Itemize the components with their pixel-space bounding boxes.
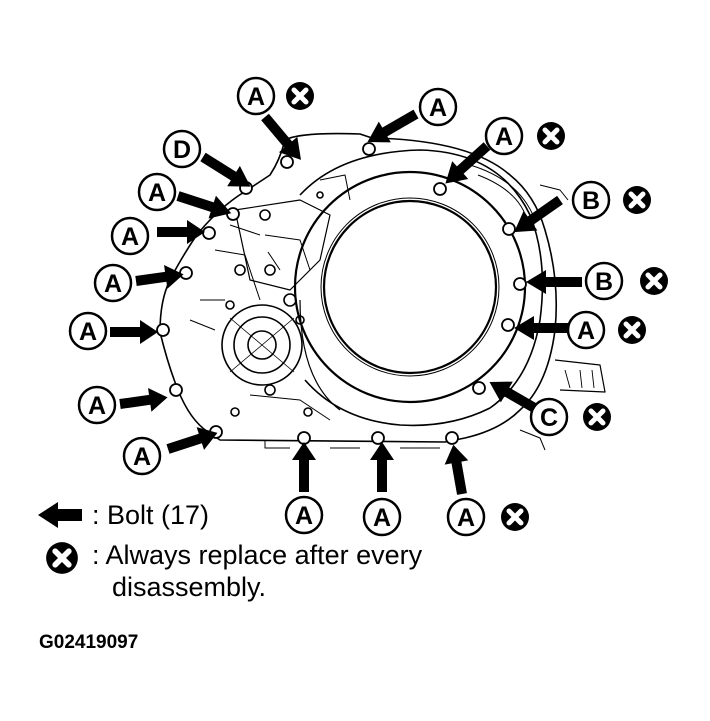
- callout-badges: A A A B B A: [68, 76, 668, 537]
- replace-x-icon: [640, 267, 668, 295]
- arrow-icon: [157, 220, 205, 244]
- callout-top-a-1: A: [236, 76, 314, 116]
- svg-text:C: C: [540, 404, 558, 432]
- bolt-hole: [202, 226, 216, 240]
- callout-left-a-6: A: [122, 436, 162, 476]
- svg-text:B: B: [595, 268, 613, 296]
- svg-text:A: A: [79, 318, 97, 346]
- arrow-icon: [176, 191, 232, 219]
- arrow-icon: [200, 152, 251, 187]
- callout-top-a-2: A: [418, 87, 458, 127]
- replace-x-icon: [623, 186, 651, 214]
- bolt-hole: [226, 207, 240, 221]
- callout-right-a-2: A: [566, 310, 646, 350]
- gear-boss: [221, 304, 303, 386]
- legend: : Bolt (17) : Always replace after every…: [38, 500, 423, 602]
- bolt-hole: [362, 142, 376, 156]
- bolt-hole: [371, 431, 385, 445]
- arrow-icon: [110, 320, 158, 344]
- arrow-icon: [119, 387, 168, 412]
- bolt-arrows: [110, 109, 582, 495]
- callout-right-a-1: A: [484, 116, 565, 156]
- bolt-hole: [169, 383, 183, 397]
- arrow-icon: [444, 444, 469, 495]
- callout-bottom-a-2: A: [362, 497, 402, 537]
- legend-replace-line1: : Always replace after every: [92, 540, 423, 570]
- callout-right-c-1: C: [529, 397, 611, 437]
- bolt-hole: [513, 277, 527, 291]
- svg-text:A: A: [133, 443, 151, 471]
- replace-x-icon: [501, 503, 529, 531]
- bolt-hole: [502, 222, 516, 236]
- callout-left-d-1: D: [162, 129, 202, 169]
- svg-text:A: A: [457, 504, 475, 532]
- flange-band: [299, 149, 544, 427]
- svg-text:A: A: [429, 94, 447, 122]
- replace-x-icon: [618, 316, 646, 344]
- legend-replace-line2: disassembly.: [112, 572, 266, 602]
- bolt-hole: [501, 318, 515, 332]
- legend-bolt-text: : Bolt (17): [92, 500, 209, 530]
- svg-text:A: A: [373, 504, 391, 532]
- bolt-hole: [280, 155, 294, 169]
- svg-text:A: A: [121, 223, 139, 251]
- svg-text:A: A: [247, 83, 265, 111]
- callout-right-b-1: B: [571, 180, 651, 220]
- main-bore-inner: [322, 199, 498, 375]
- arrow-icon: [166, 427, 218, 454]
- legend-arrow-icon: [38, 502, 82, 528]
- svg-text:A: A: [577, 317, 595, 345]
- arrow-icon: [261, 113, 301, 160]
- svg-text:A: A: [104, 270, 122, 298]
- svg-text:D: D: [173, 136, 191, 164]
- svg-text:B: B: [582, 187, 600, 215]
- legend-replace-x-icon: [46, 542, 78, 574]
- svg-text:A: A: [495, 123, 513, 151]
- bolt-hole: [445, 431, 459, 445]
- arrow-icon: [370, 442, 394, 492]
- bolt-hole: [156, 323, 170, 337]
- main-bore-outer: [293, 170, 527, 404]
- arrow-icon: [445, 142, 491, 184]
- arrow-icon: [514, 316, 570, 340]
- bolt-hole: [433, 182, 447, 196]
- figure-code: G02419097: [39, 632, 138, 653]
- callout-left-a-5: A: [77, 385, 117, 425]
- replace-x-icon: [583, 403, 611, 431]
- replace-x-icon: [286, 82, 314, 110]
- callout-left-a-4: A: [68, 311, 108, 351]
- svg-text:A: A: [148, 179, 166, 207]
- arrow-icon: [135, 264, 184, 289]
- callout-left-a-3: A: [93, 263, 133, 303]
- bolt-hole: [472, 381, 486, 395]
- arrow-icon: [292, 442, 316, 492]
- svg-text:A: A: [295, 502, 313, 530]
- replace-x-icon: [537, 122, 565, 150]
- svg-text:A: A: [88, 392, 106, 420]
- callout-right-b-2: B: [584, 261, 668, 301]
- arrow-icon: [367, 109, 419, 143]
- callout-bottom-a-1: A: [284, 495, 324, 535]
- bolt-hole: [179, 266, 193, 280]
- arrow-icon: [489, 381, 541, 415]
- arrow-icon: [514, 195, 563, 233]
- callout-bottom-a-3: A: [446, 497, 529, 537]
- callout-left-a-2: A: [110, 216, 150, 256]
- callout-left-a-1: A: [137, 172, 177, 212]
- arrow-icon: [526, 270, 582, 294]
